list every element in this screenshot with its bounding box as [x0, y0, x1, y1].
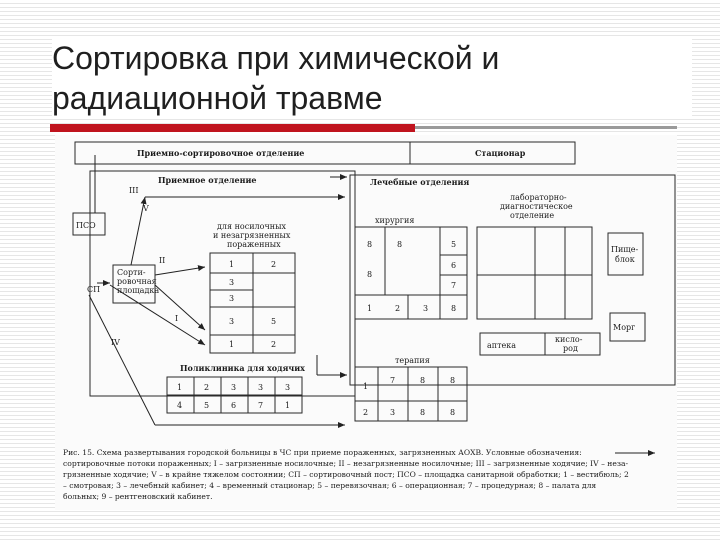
poly-cell: 3	[285, 383, 290, 392]
surgery-cell: 7	[451, 281, 456, 290]
treatment-label: Лечебные отделения	[370, 177, 469, 187]
sp-label: СП	[87, 285, 100, 294]
walk-cell: 3	[229, 317, 234, 326]
title-underline-red	[50, 124, 415, 132]
treatment-box	[349, 174, 676, 386]
walking-label-line1: для носилочных	[217, 222, 286, 231]
flow-roman-ii: II	[159, 256, 165, 265]
surgery-cell: 8	[397, 240, 402, 249]
sort-label-line2: ровочная	[117, 277, 157, 286]
morgue-box	[609, 312, 646, 342]
sort-label-line3: площадка	[117, 286, 159, 295]
surgery-cell: 5	[451, 240, 456, 249]
title-line-1: Сортировка при химической и	[52, 40, 500, 76]
lab-label-line3: отделение	[510, 211, 554, 220]
lab-label-line2: диагностическое	[500, 202, 573, 211]
surgery-cell: 8	[367, 240, 372, 249]
pso-label: ПСО	[76, 221, 96, 230]
food-label-line2: блок	[615, 255, 635, 264]
poly-cell: 5	[204, 401, 209, 410]
therapy-cell: 8	[420, 376, 425, 385]
poly-cell: 3	[258, 383, 263, 392]
walk-cell: 2	[271, 260, 276, 269]
poly-cell: 4	[177, 401, 182, 410]
therapy-label: терапия	[395, 356, 430, 365]
morgue-label: Морг	[613, 323, 635, 332]
surgery-box	[354, 226, 468, 320]
walk-cell: 3	[229, 278, 234, 287]
caption-line-5: больных; 9 – рентгеновский кабинет.	[63, 492, 213, 501]
sorting-area-box	[112, 264, 156, 304]
surgery-cell: 2	[395, 304, 400, 313]
caption-line-3: грязненные ходячие; V – в крайне тяжелом…	[63, 470, 629, 479]
poly-cell: 6	[231, 401, 236, 410]
walk-cell: 5	[271, 317, 276, 326]
walk-cell: 1	[229, 260, 234, 269]
therapy-cell: 8	[420, 408, 425, 417]
walking-label-line2: и незагрязненных	[213, 231, 291, 240]
poly-cell: 1	[177, 383, 182, 392]
surgery-cell: 8	[451, 304, 456, 313]
therapy-cell: 7	[390, 376, 395, 385]
therapy-cell: 3	[390, 408, 395, 417]
food-label-line1: Пище-	[611, 245, 638, 254]
flow-roman-iv: IV	[111, 338, 120, 347]
polyclinic-label: Поликлиника для ходячих	[180, 363, 305, 373]
header-left-label: Приемно-сортировочное отделение	[137, 148, 304, 158]
oxygen-box	[544, 332, 601, 356]
oxygen-label-line2: род	[563, 344, 578, 353]
hospital-layout-diagram: Приемно-сортировочное отделение Стациона…	[63, 141, 676, 501]
poly-cell: 1	[285, 401, 290, 410]
therapy-cell: 2	[363, 408, 368, 417]
title-line-2: радиационной травме	[52, 80, 383, 116]
header-box	[74, 141, 576, 165]
walk-cell: 1	[229, 340, 234, 349]
poly-cell: 2	[204, 383, 209, 392]
caption-line-1: Рис. 15. Схема развертывания городской б…	[63, 448, 582, 457]
flow-roman-i: I	[175, 314, 178, 323]
therapy-cell: 8	[450, 408, 455, 417]
caption-line-4: – смотровая; 3 – лечебный кабинет; 4 – в…	[63, 481, 596, 490]
lab-label-line1: лабораторно-	[510, 193, 567, 202]
poly-cell: 7	[258, 401, 263, 410]
poly-cell: 3	[231, 383, 236, 392]
walk-cell: 2	[271, 340, 276, 349]
surgery-cell: 3	[423, 304, 428, 313]
scanned-diagram-figure: Приемно-сортировочное отделение Стациона…	[55, 135, 677, 510]
therapy-table	[354, 366, 468, 422]
reception-label: Приемное отделение	[158, 175, 257, 185]
surgery-cell: 1	[367, 304, 372, 313]
oxygen-label-line1: кисло-	[555, 335, 583, 344]
walk-cell: 3	[229, 294, 234, 303]
caption-line-2: сортировочные потоки пораженных; I – заг…	[63, 459, 629, 468]
therapy-cell: 1	[363, 382, 368, 391]
title-underline-gray	[415, 126, 677, 129]
sort-label-line1: Сорти-	[117, 268, 146, 277]
surgery-label: хирургия	[375, 216, 414, 225]
flow-roman-v: V	[142, 204, 149, 213]
slide-title: Сортировка при химической и радиационной…	[52, 38, 692, 118]
surgery-cell: 8	[367, 270, 372, 279]
header-right-label: Стационар	[475, 148, 526, 158]
pso-box	[72, 212, 106, 236]
surgery-cell: 6	[451, 261, 456, 270]
therapy-cell: 8	[450, 376, 455, 385]
food-box	[607, 232, 644, 276]
flow-roman-iii: III	[129, 186, 138, 195]
walking-label-line3: пораженных	[227, 240, 281, 249]
pharmacy-label: аптека	[487, 341, 516, 350]
